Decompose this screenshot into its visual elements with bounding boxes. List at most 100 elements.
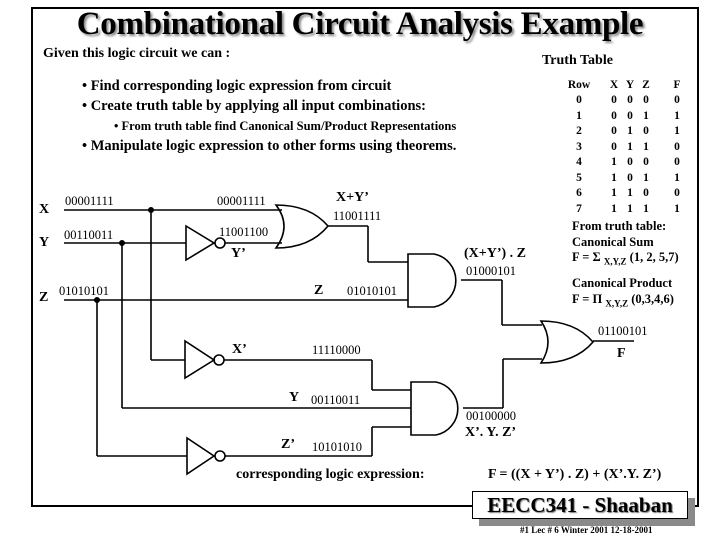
cell-x: 1 xyxy=(611,171,617,184)
course-badge: EECC341 - Shaaban xyxy=(472,491,688,519)
cell-z: 1 xyxy=(643,202,649,215)
and2-output-label: X’. Y. Z’ xyxy=(465,425,517,440)
cell-y: 0 xyxy=(627,171,633,184)
and2-input-y-value: 00110011 xyxy=(311,393,361,407)
cell-row: 3 xyxy=(576,140,582,153)
cell-row: 1 xyxy=(576,109,582,122)
not-y-label: Y’ xyxy=(231,246,246,261)
not-y-value: 11001100 xyxy=(219,225,269,239)
header-x: X xyxy=(609,78,619,91)
cell-z: 1 xyxy=(643,109,649,122)
canonical-sum-label: Canonical Sum xyxy=(572,234,654,249)
and1-input-z-value: 01010101 xyxy=(347,284,397,298)
and1-output-value: 01000101 xyxy=(466,264,516,278)
cell-f: 0 xyxy=(674,187,680,200)
cell-f: 1 xyxy=(674,109,680,122)
cell-y: 1 xyxy=(627,202,633,215)
cell-z: 1 xyxy=(643,171,649,184)
not-gate-x-bubble xyxy=(213,354,225,366)
canonical-product-label: Canonical Product xyxy=(572,276,673,290)
cell-row: 5 xyxy=(576,171,582,184)
cell-f: 0 xyxy=(674,94,680,107)
not-z-value: 10101010 xyxy=(312,440,362,454)
truth-table-title: Truth Table xyxy=(542,53,613,68)
cell-z: 1 xyxy=(643,140,649,153)
cell-z: 0 xyxy=(643,156,649,169)
not-x-label: X’ xyxy=(232,342,247,357)
pi-symbol: F = Π xyxy=(572,291,603,306)
cell-row: 7 xyxy=(576,202,582,215)
cell-x: 0 xyxy=(611,125,617,138)
cell-y: 0 xyxy=(627,94,633,107)
canonical-product-expression: F = Π X,Y,Z (0,3,4,6) xyxy=(572,292,679,312)
input-value-x: 00001111 xyxy=(65,194,114,208)
cell-f: 1 xyxy=(674,171,680,184)
cell-x: 0 xyxy=(611,94,617,107)
and-gate-1 xyxy=(407,253,457,308)
cell-y: 0 xyxy=(627,109,633,122)
cell-x: 1 xyxy=(611,187,617,200)
slide-frame xyxy=(31,7,699,507)
input-label-x: X xyxy=(39,202,50,217)
cell-f: 0 xyxy=(674,140,680,153)
not-x-value: 11110000 xyxy=(312,343,361,357)
and2-input-y-label: Y xyxy=(289,390,300,405)
cell-row: 2 xyxy=(576,125,582,138)
cell-y: 1 xyxy=(627,140,633,153)
header-z: Z xyxy=(642,78,650,91)
input-label-z: Z xyxy=(39,290,49,305)
output-f-label: F xyxy=(617,346,626,361)
cell-x: 1 xyxy=(611,156,617,169)
bullet-list: • Find corresponding logic expression fr… xyxy=(82,76,456,156)
not-gate-z xyxy=(186,436,216,476)
output-f-value: 01100101 xyxy=(598,324,648,338)
canonical-heading: From truth table: xyxy=(572,219,667,233)
and1-output-label: (X+Y’) . Z xyxy=(464,246,527,261)
sigma-symbol: F = Σ xyxy=(572,250,601,264)
truth-table-header: Row X Y Z F xyxy=(566,77,684,93)
not-z-label: Z’ xyxy=(281,437,295,452)
cell-y: 0 xyxy=(627,156,633,169)
bullet-item: • Find corresponding logic expression fr… xyxy=(82,78,392,94)
and-gate-2 xyxy=(410,381,459,436)
cell-row: 4 xyxy=(576,156,582,169)
canonical-sum-expression: F = Σ X,Y,Z (1, 2, 5,7) xyxy=(572,250,679,270)
cell-y: 1 xyxy=(627,125,633,138)
cell-x: 0 xyxy=(611,140,617,153)
or-gate-1 xyxy=(274,204,330,249)
cell-z: 0 xyxy=(643,125,649,138)
input-label-y: Y xyxy=(39,235,50,250)
input-value-z: 01010101 xyxy=(59,284,109,298)
sub-bullet-item: • From truth table find Canonical Sum/Pr… xyxy=(114,119,457,133)
cell-row: 6 xyxy=(576,187,582,200)
and2-output-value: 00100000 xyxy=(466,409,516,423)
not-gate-z-bubble xyxy=(214,450,226,462)
not-gate-y xyxy=(185,224,216,262)
product-maxterms: (0,3,4,6) xyxy=(631,291,674,306)
bullet-item: • Manipulate logic expression to other f… xyxy=(82,138,457,154)
intro-text: Given this logic circuit we can : xyxy=(43,46,231,61)
cell-row: 0 xyxy=(576,94,582,107)
input-value-y: 00110011 xyxy=(64,228,114,242)
cell-x: 0 xyxy=(611,109,617,122)
expression-value: F = ((X + Y’) . Z) + (X’.Y. Z’) xyxy=(488,467,662,482)
slide-footer: #1 Lec # 6 Winter 2001 12-18-2001 xyxy=(520,525,653,535)
cell-f: 1 xyxy=(674,125,680,138)
sum-minterms: (1, 2, 5,7) xyxy=(629,250,679,264)
product-subscript: X,Y,Z xyxy=(605,298,629,308)
bullet-item: • Create truth table by applying all inp… xyxy=(82,98,426,114)
cell-z: 0 xyxy=(643,187,649,200)
expression-label: corresponding logic expression: xyxy=(236,467,425,482)
header-row: Row xyxy=(567,78,591,91)
or1-output-label: X+Y’ xyxy=(336,190,369,205)
sum-subscript: X,Y,Z xyxy=(603,256,627,267)
